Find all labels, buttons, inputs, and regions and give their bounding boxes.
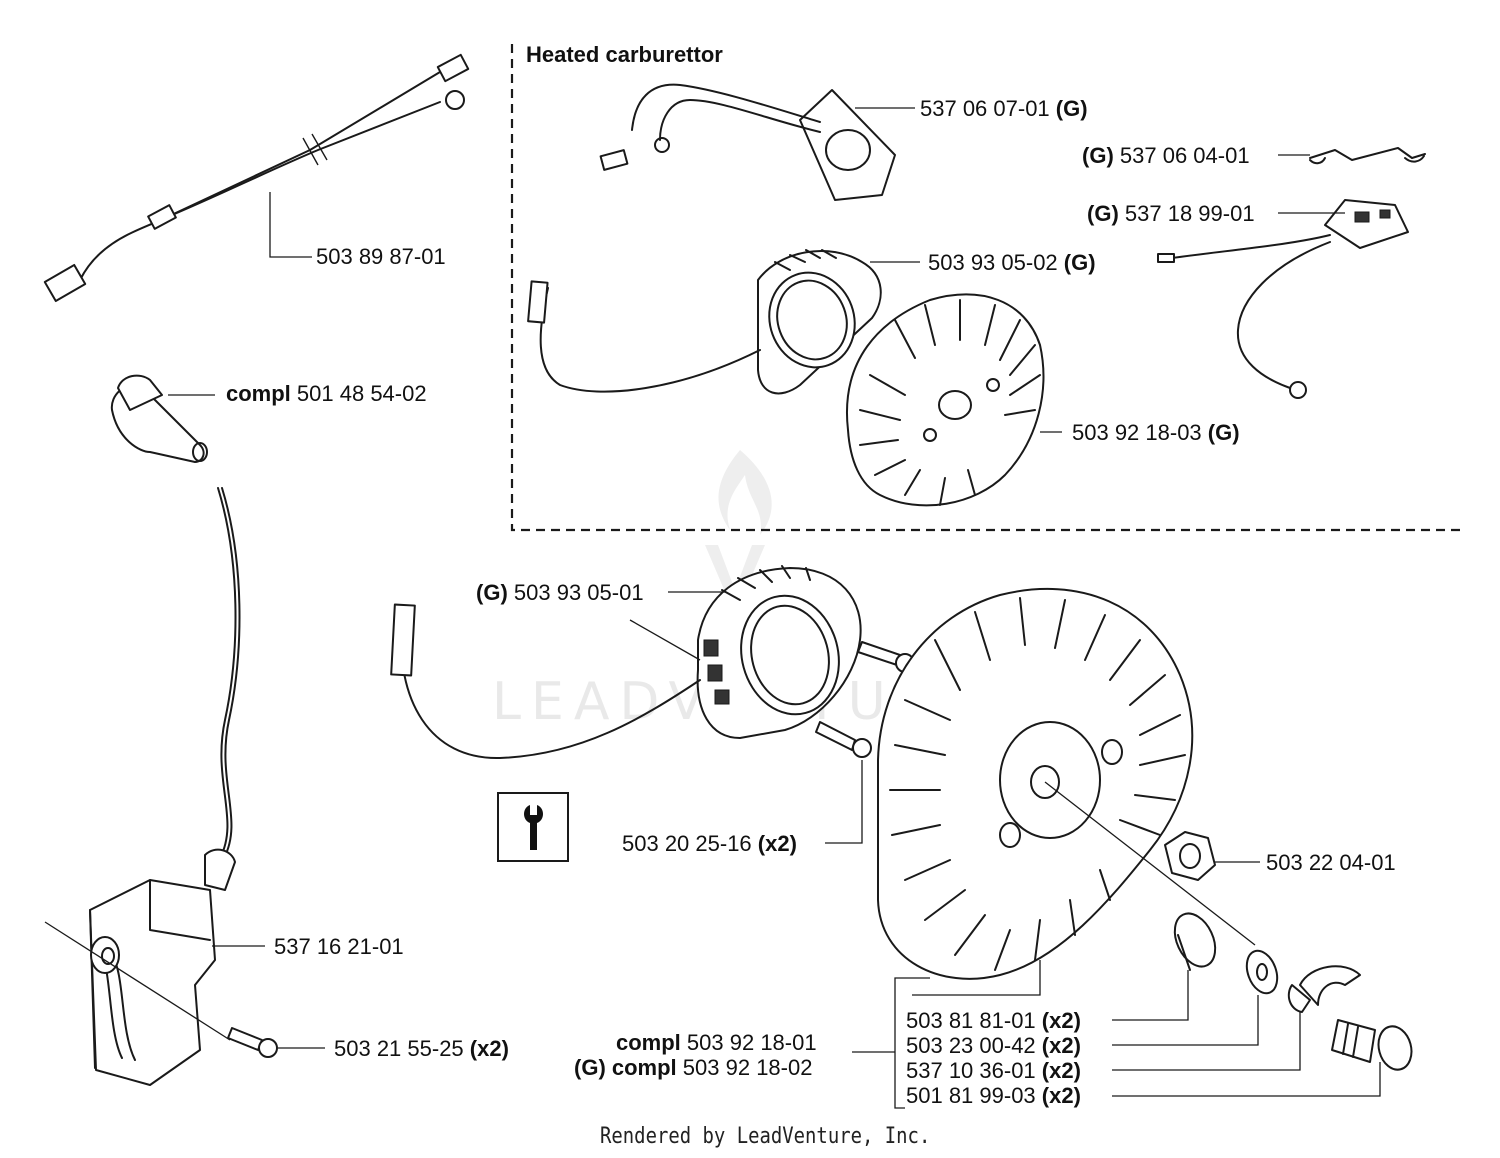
part-label-503-89-87-01: 503 89 87-01 [316, 244, 446, 269]
heater-switch [1157, 199, 1409, 399]
heated-ring [527, 249, 920, 395]
leadventure-logo-icon [705, 450, 772, 615]
part-label-503-92-18-03: 503 92 18-03 (G) [1072, 420, 1240, 445]
part-label-537-06-07-01: 537 06 07-01 (G) [920, 96, 1088, 121]
part-label-537-10-36-01: 537 10 36-01 (x2) [906, 1058, 1081, 1083]
part-label-503-21-55-25: 503 21 55-25 (x2) [334, 1036, 509, 1061]
section-heading: Heated carburettor [526, 42, 723, 67]
part-label-503-92-18-01: compl 503 92 18-01 [616, 1030, 817, 1055]
ignition-module [44, 848, 265, 1086]
part-label-503-81-81-01: 503 81 81-01 (x2) [906, 1008, 1081, 1033]
part-label-503-93-05-02: 503 93 05-02 (G) [928, 250, 1096, 275]
part-label-503-92-18-02: (G) compl 503 92 18-02 [574, 1055, 813, 1080]
wrench-icon [497, 792, 569, 862]
part-label-537-06-04-01: (G) 537 06 04-01 [1082, 143, 1250, 168]
part-label-537-18-99-01: (G) 537 18 99-01 [1087, 201, 1255, 226]
part-label-501-48-54-02: compl 501 48 54-02 [226, 381, 427, 406]
carb-heater-plate [599, 83, 915, 201]
pawl-pin [1112, 1019, 1413, 1097]
part-label-503-20-25-16: 503 20 25-16 (x2) [622, 831, 797, 856]
part-label-503-93-05-01: (G) 503 93 05-01 [476, 580, 644, 605]
part-label-503-23-00-42: 503 23 00-42 (x2) [906, 1033, 1081, 1058]
flywheel-nut [1164, 831, 1260, 881]
flywheel [877, 587, 1256, 980]
spacer-sleeve [1112, 912, 1217, 1021]
part-label-503-22-04-01: 503 22 04-01 [1266, 850, 1396, 875]
heated-flywheel [846, 293, 1062, 507]
heated-section-border [510, 44, 1460, 532]
spark-plug-cap [110, 374, 215, 463]
washer [1112, 949, 1279, 1046]
part-label-501-81-99-03: 501 81 99-03 (x2) [906, 1083, 1081, 1108]
footer-credit: Rendered by LeadVenture, Inc. [600, 1124, 931, 1149]
part-label-537-16-21-01: 537 16 21-01 [274, 934, 404, 959]
ignition-lead [217, 487, 237, 859]
bracket [1278, 147, 1426, 165]
cable-harness [43, 53, 470, 303]
pawl [1112, 965, 1361, 1071]
ignition-ring [390, 565, 862, 760]
module-screw [227, 1027, 325, 1058]
